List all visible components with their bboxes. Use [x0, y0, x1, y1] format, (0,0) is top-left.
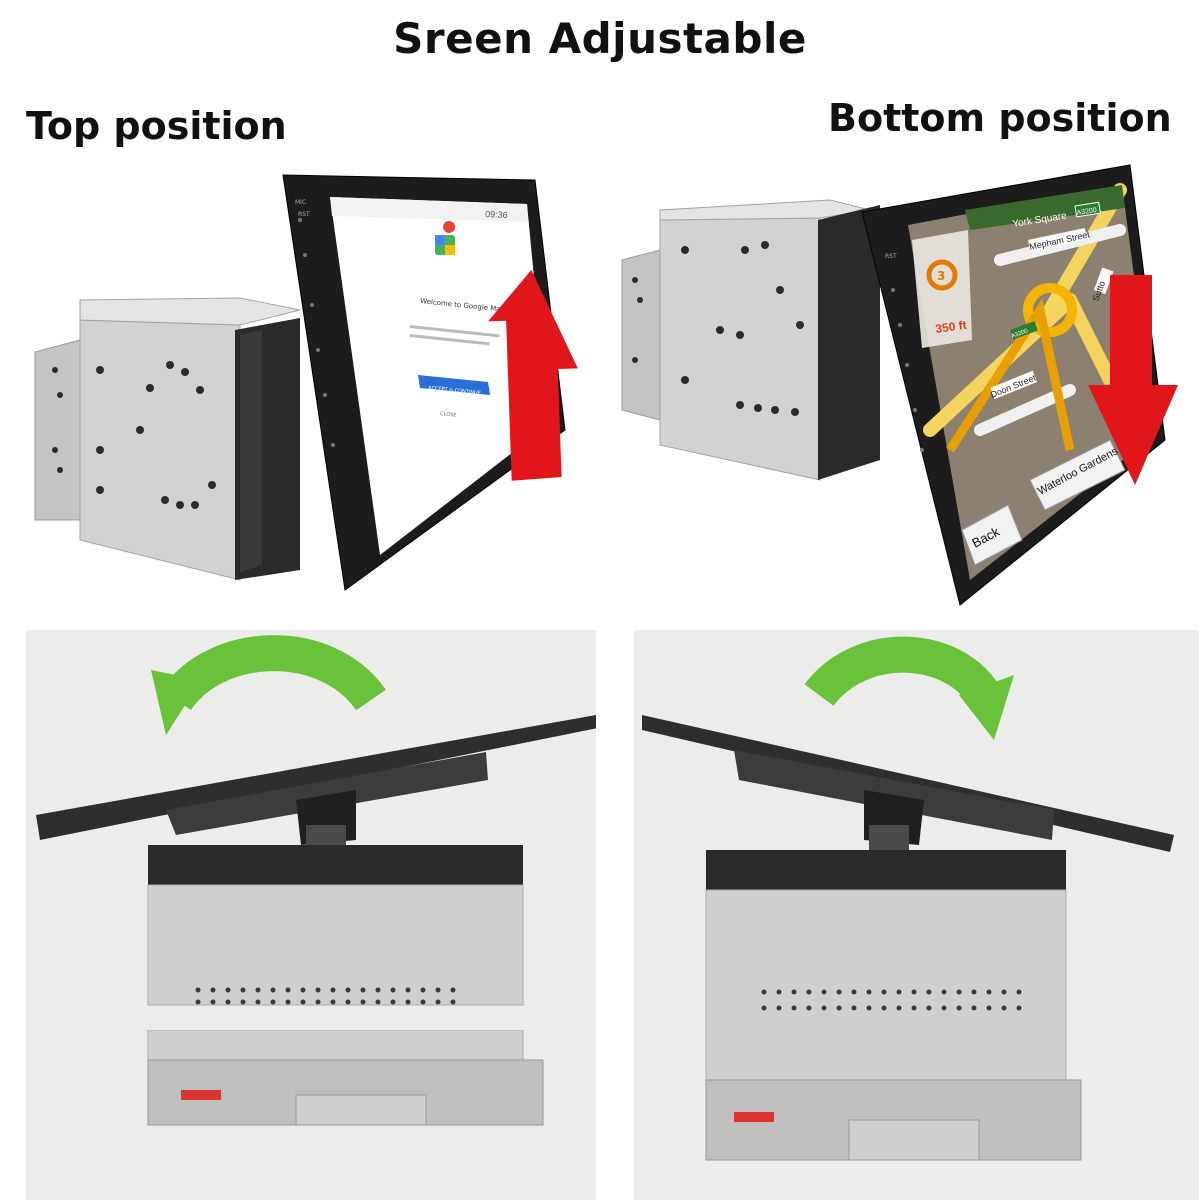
right-tilt-panel: [634, 630, 1199, 1200]
page-title: Sreen Adjustable: [393, 14, 807, 63]
accept-continue-button[interactable]: [418, 375, 490, 395]
green-curved-arrow-left: [151, 635, 386, 735]
red-down-arrow: [1088, 275, 1178, 485]
mic-label: MIC: [295, 199, 306, 206]
svg-text:ACCEPT & CONTINUE: ACCEPT & CONTINUE: [428, 385, 481, 396]
street-button[interactable]: [1029, 439, 1126, 511]
left-tilt-panel: [26, 630, 596, 1030]
bottom-position-label: Bottom position: [828, 96, 1172, 140]
left-panel-base: [26, 1030, 596, 1200]
google-maps-icon: [435, 221, 456, 255]
red-up-arrow: [488, 269, 578, 481]
chassis-body: [705, 889, 1067, 1081]
road-badge: A3200: [1076, 207, 1097, 217]
distance-readout: 350 ft: [934, 318, 967, 336]
road-badge-2: A3200: [1011, 328, 1030, 340]
screen-display: [330, 197, 548, 555]
chassis-body: [147, 884, 524, 1006]
rst-label: RST: [298, 211, 310, 218]
green-curved-arrow-right: [804, 636, 1014, 740]
bottom-position-unit: York Square A3200 3 350 ft Mepham Street…: [621, 164, 1178, 606]
top-position-unit: 09:36 Welcome to Google Maps ACCEPT & CO…: [34, 174, 578, 591]
status-time: 09:36: [485, 209, 508, 220]
rst-label: RST: [885, 253, 897, 260]
close-link[interactable]: CLOSE: [440, 411, 457, 419]
back-button[interactable]: [961, 504, 1023, 566]
top-position-label: Top position: [26, 104, 287, 148]
turn-number: 3: [937, 269, 945, 283]
chassis-side: [659, 217, 821, 481]
